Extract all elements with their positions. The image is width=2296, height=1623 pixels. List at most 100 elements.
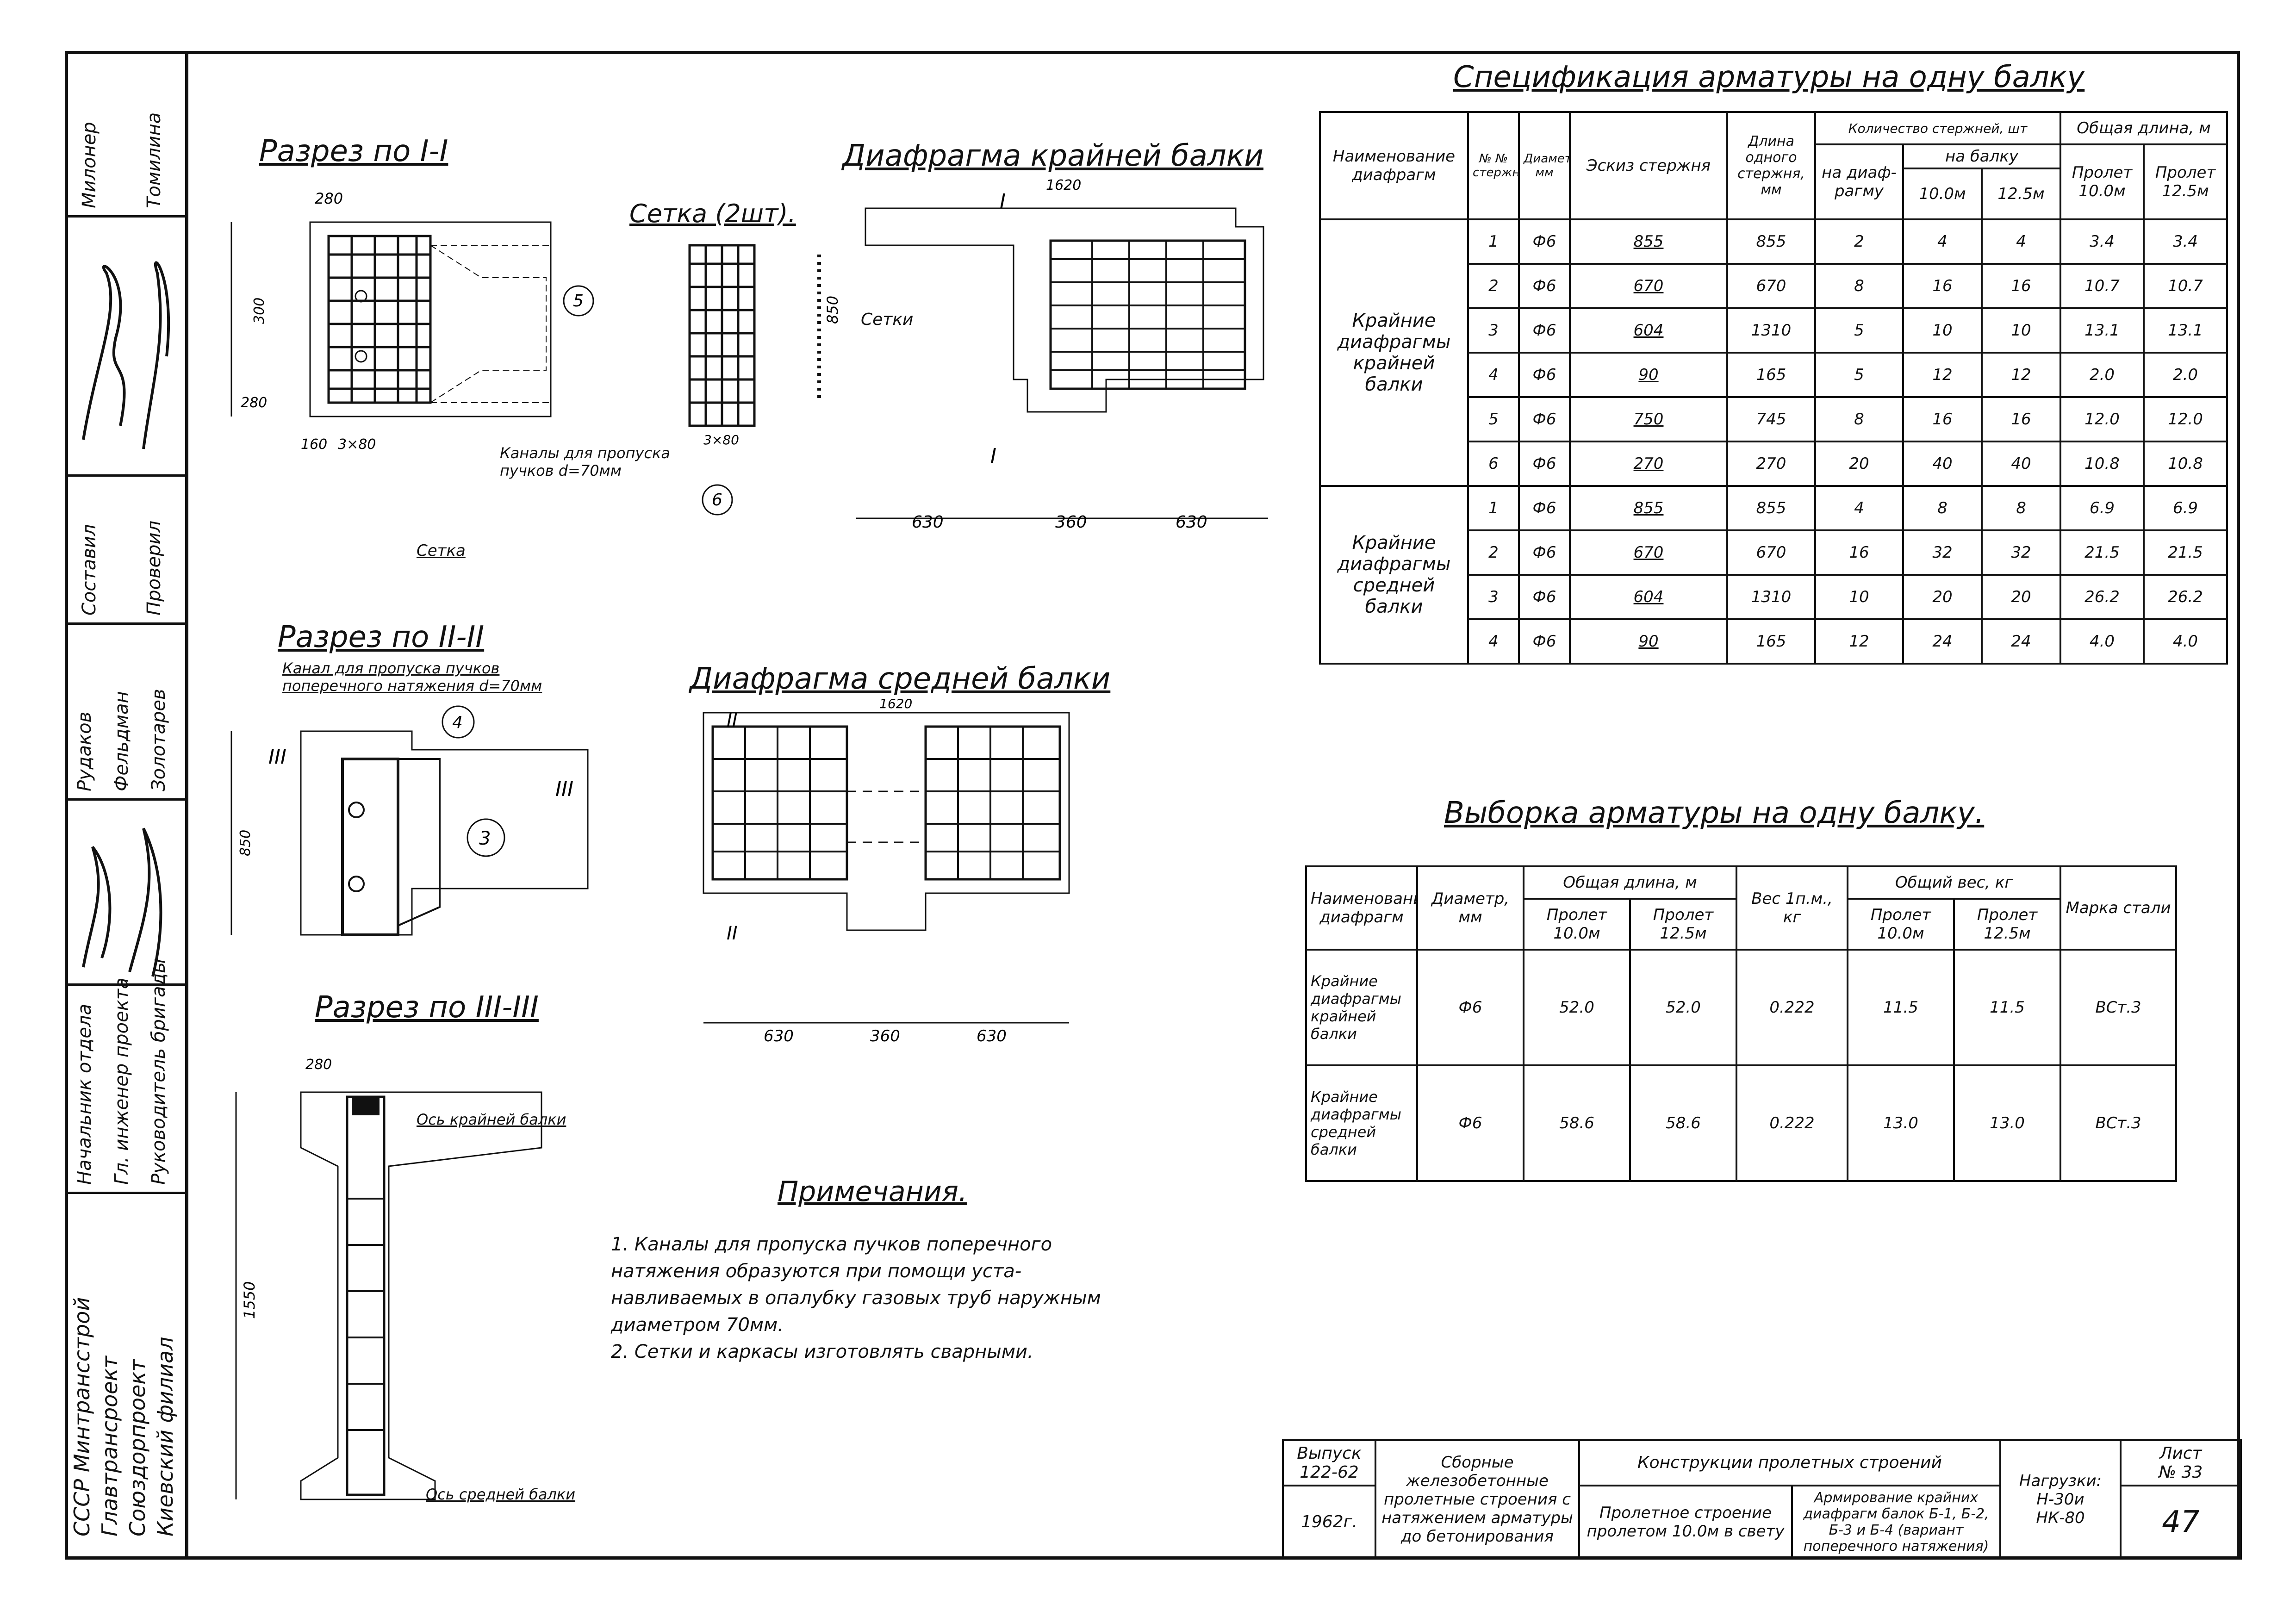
setka-title: Сетка (2шт). xyxy=(629,199,796,228)
org-2: Главтрансроект xyxy=(97,1356,122,1536)
vy-h-w12: Пролет 12.5м xyxy=(1953,898,2062,951)
section-2-drawing: 850 3 4 III III xyxy=(230,705,589,936)
spec-cell-d: Ф6 xyxy=(1518,485,1571,531)
role-3: Составил xyxy=(79,524,100,616)
vy-cell-m: ВСт.3 xyxy=(2060,949,2178,1066)
spec-cell-b10: 8 xyxy=(1902,485,1983,531)
spec-cell-t10: 2.0 xyxy=(2060,352,2145,398)
spec-cell-q: 5 xyxy=(1814,307,1904,354)
svg-text:6: 6 xyxy=(712,491,722,510)
spec-cell-d: Ф6 xyxy=(1518,218,1571,265)
spec-cell-t12: 21.5 xyxy=(2143,529,2228,576)
vy-cell-t10: 58.6 xyxy=(1523,1064,1631,1182)
dim-280-left: 280 xyxy=(241,395,267,411)
dim-850-a: 850 xyxy=(824,296,841,324)
dim-630-c: 630 xyxy=(764,1027,794,1045)
spec-cell-q: 20 xyxy=(1814,441,1904,487)
spec-cell-l: 165 xyxy=(1726,618,1816,665)
stamp-year: 1962г. xyxy=(1282,1484,1376,1560)
org-3: Союздорпроект xyxy=(125,1359,150,1536)
dim-160: 160 xyxy=(301,436,327,453)
spec-cell-l: 270 xyxy=(1726,441,1816,487)
sidebar-org-cell: СССР Минтрансстрой Главтрансроект Союздо… xyxy=(65,1194,185,1560)
sidebar-cell-6: Начальник отдела Гл. инженер проекта Рук… xyxy=(65,958,185,1194)
dim-360-b: 360 xyxy=(870,1027,900,1045)
stamp-nagr-1: Н-30и xyxy=(2036,1490,2084,1509)
vy-h-t12: Пролет 12.5м xyxy=(1629,898,1738,951)
sidebar-signature-cell xyxy=(65,218,185,477)
spec-cell-sk: 90 xyxy=(1569,352,1728,398)
spec-cell-q: 8 xyxy=(1814,263,1904,309)
svg-text:850: 850 xyxy=(237,830,254,856)
spec-cell-l: 855 xyxy=(1726,218,1816,265)
spec-cell-t10: 4.0 xyxy=(2060,618,2145,665)
spec-h-qty-beam: на балку xyxy=(1902,143,2062,169)
spec-cell-n: 1 xyxy=(1467,485,1520,531)
spec-cell-d: Ф6 xyxy=(1518,263,1571,309)
spec-cell-sk: 670 xyxy=(1569,263,1728,309)
org-4: Киевский филиал xyxy=(153,1337,178,1536)
vyborka-title: Выборка арматуры на одну балку. xyxy=(1444,796,1985,830)
spec-h-qty-diaf: на диаф-рагму xyxy=(1814,143,1904,220)
vy-cell-d: Ф6 xyxy=(1416,1064,1524,1182)
spec-cell-d: Ф6 xyxy=(1518,574,1571,620)
spec-group-middle: Крайние диафрагмы средней балки xyxy=(1319,485,1469,665)
spec-h-span12: Пролет 12.5м xyxy=(2143,143,2228,220)
vy-cell-w12: 13.0 xyxy=(1953,1064,2062,1182)
vy-cell-t10: 52.0 xyxy=(1523,949,1631,1066)
vy-h-ves1: Вес 1п.м., кг xyxy=(1736,865,1849,951)
spec-cell-sk: 855 xyxy=(1569,485,1728,531)
spec-cell-q: 12 xyxy=(1814,618,1904,665)
svg-text:II: II xyxy=(727,710,738,731)
spec-cell-t10: 13.1 xyxy=(2060,307,2145,354)
setka-caption: Сетка xyxy=(417,541,466,560)
spec-cell-t10: 6.9 xyxy=(2060,485,2145,531)
note-2: 2. Сетки и каркасы изготовлять сварными. xyxy=(611,1341,1033,1362)
spec-cell-n: 3 xyxy=(1467,574,1520,620)
svg-text:I: I xyxy=(990,444,996,468)
stamp-desc: Сборные железобетонные пролетные строени… xyxy=(1375,1439,1580,1560)
spec-cell-b10: 16 xyxy=(1902,396,1983,442)
role-9: Гл. инженер проекта xyxy=(111,977,132,1185)
spec-table: Наименование диафрагм № № стержней Диаме… xyxy=(1319,111,2228,665)
spec-cell-l: 855 xyxy=(1726,485,1816,531)
spec-cell-b10: 10 xyxy=(1902,307,1983,354)
callout-5: 5 xyxy=(563,285,594,317)
role-1: Милонер xyxy=(79,122,100,208)
spec-cell-sk: 855 xyxy=(1569,218,1728,265)
vy-cell-name: Крайние диафрагмы крайней балки xyxy=(1305,949,1418,1066)
diaf-mid-drawing: 630 360 630 1620 II II xyxy=(703,699,1070,1045)
dim-300: 300 xyxy=(251,298,268,324)
spec-cell-b12: 24 xyxy=(1980,618,2062,665)
spec-h-total: Общая длина, м xyxy=(2060,111,2228,145)
setka-drawing: 3×80 xyxy=(688,244,756,448)
spec-cell-n: 4 xyxy=(1467,352,1520,398)
dim-1620-b: 1620 xyxy=(879,699,912,711)
role-2: Томилина xyxy=(143,112,165,208)
spec-cell-d: Ф6 xyxy=(1518,441,1571,487)
spec-cell-q: 16 xyxy=(1814,529,1904,576)
svg-text:II: II xyxy=(727,923,738,944)
spec-cell-n: 5 xyxy=(1467,396,1520,442)
vy-h-name: Наименование диафрагм xyxy=(1305,865,1418,951)
spec-cell-n: 2 xyxy=(1467,263,1520,309)
role-5: Рудаков xyxy=(74,711,95,791)
role-10: Руководитель бригады xyxy=(148,958,169,1185)
spec-cell-b10: 24 xyxy=(1902,618,1983,665)
vy-cell-t12: 58.6 xyxy=(1629,1064,1738,1182)
spec-title: Спецификация арматуры на одну балку xyxy=(1453,60,2085,94)
setki-label: Сетки xyxy=(861,310,914,329)
spec-cell-t12: 3.4 xyxy=(2143,218,2228,265)
dim-1550: 1550 xyxy=(241,1281,258,1319)
spec-cell-sk: 604 xyxy=(1569,307,1728,354)
org-1: СССР Минтрансстрой xyxy=(69,1297,94,1536)
spec-cell-t12: 13.1 xyxy=(2143,307,2228,354)
spec-cell-q: 10 xyxy=(1814,574,1904,620)
spec-cell-l: 1310 xyxy=(1726,307,1816,354)
